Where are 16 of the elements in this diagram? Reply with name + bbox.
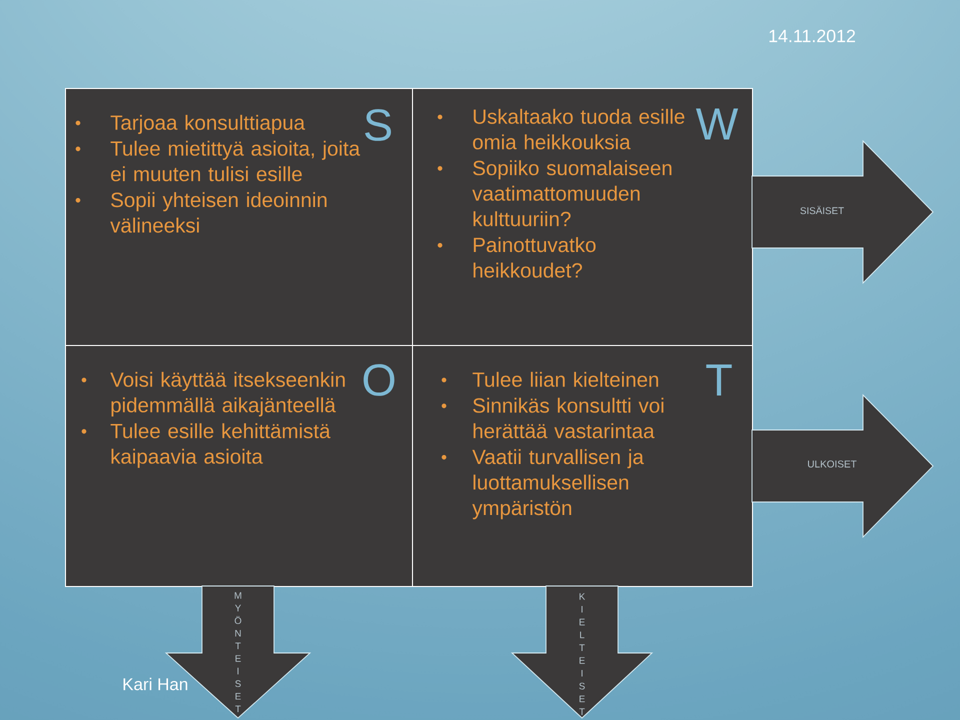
bullet-text: Painottuvatko heikkoudet? [474,237,596,278]
heading-letter: T [706,364,732,396]
bullet-text: Sopii yhteisen ideoinnin välineeksi [110,192,326,233]
heading-letter: S [365,109,391,141]
bullet-text: Uskaltaako tuoda esille omia heikkouksia [473,108,684,150]
bullet-text: Tulee mietittyä asioita, joita ei muuten tulisi esille [110,140,360,182]
date-text: 14.11.2012 [769,30,855,42]
bullet-text: Vaatii turvallisen ja luottamuksellisen ympäristön [472,449,644,520]
heading-letter: W [696,108,738,140]
bullet-text: Voisi käyttää itsekseenkin pidemmällä aikajänteellä [110,372,345,416]
bullet-text: Tarjoaa konsulttiapua [110,114,306,134]
bullet-text: Sopiiko suomalaiseen vaatimattomuuden kulttuuriin? [472,160,672,226]
bullet-text: Sinnikäs konsultti voi herättää vastarintaa [473,398,664,438]
heading-letter: O [364,364,394,396]
bullet-text: Tulee esille kehittämistä kaipaavia asioita [110,423,330,468]
bullet-text: Tulee liian kielteinen [472,372,658,387]
